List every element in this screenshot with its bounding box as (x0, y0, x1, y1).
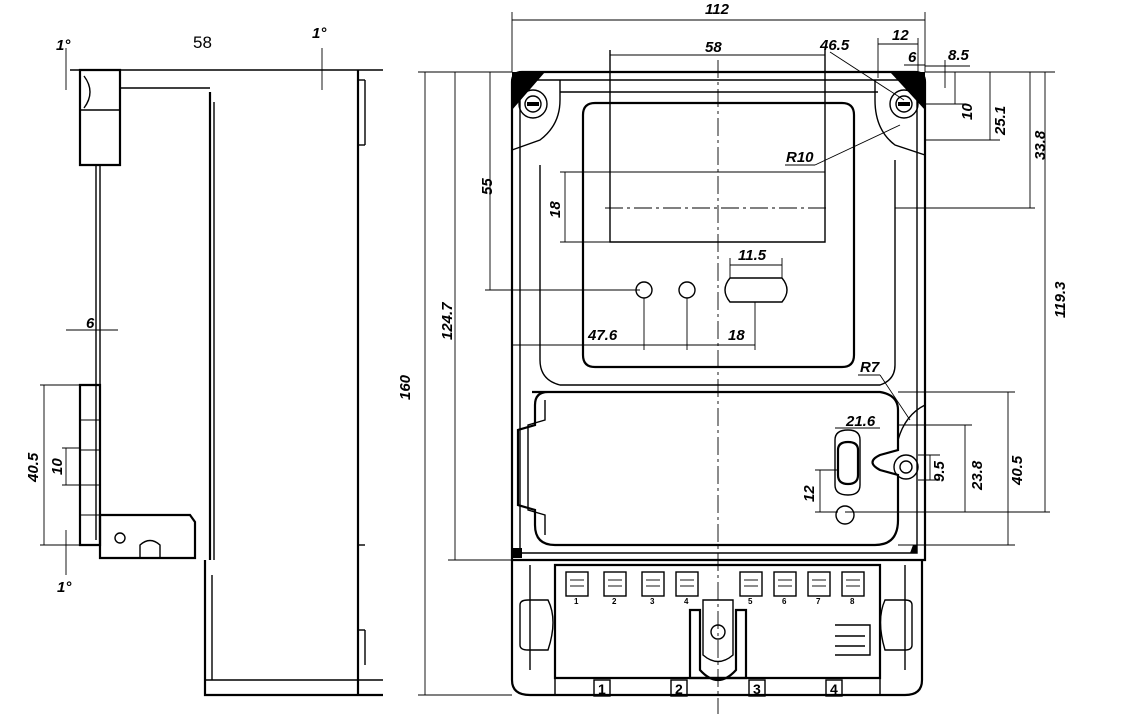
side-slot-label: 10 (49, 458, 66, 475)
dim-corner-edge: 8.5 (948, 47, 970, 64)
terminal-number-2: 2 (675, 681, 683, 697)
side-angle-top-left: 1° (56, 37, 71, 54)
dim-lock-v-small: 9.5 (931, 460, 948, 482)
side-width-label: 58 (193, 33, 212, 52)
dim-led-left: 47.6 (587, 327, 618, 344)
terminal-number-4: 4 (830, 681, 838, 697)
dim-corner-v-large: 33.8 (1032, 130, 1049, 160)
dim-led-height: 55 (479, 178, 496, 195)
dim-led-spacing: 18 (728, 327, 745, 344)
dim-overall-height: 160 (397, 374, 414, 400)
dim-lower-height: 119.3 (1052, 281, 1069, 318)
side-view: 58 1° 1° 1° 6 40.5 10 (25, 25, 383, 697)
dim-lock-width: 21.6 (845, 413, 876, 430)
dim-corner-width: 12 (892, 27, 909, 44)
terminal-number-3: 3 (753, 681, 761, 697)
terminal-mark-3: 3 (650, 597, 655, 606)
dim-lock-v-large: 40.5 (1009, 455, 1026, 486)
dim-lock-v-mid: 23.8 (969, 460, 986, 491)
terminal-mark-5: 5 (748, 597, 753, 606)
terminal-mark-2: 2 (612, 597, 617, 606)
terminal-mark-7: 7 (816, 597, 821, 606)
side-depth-label: 6 (86, 315, 95, 332)
dim-corner-v-mid: 25.1 (992, 106, 1009, 136)
terminal-mark-8: 8 (850, 597, 855, 606)
dim-window-sub-height: 18 (547, 201, 564, 218)
terminal-mark-6: 6 (782, 597, 787, 606)
dim-radius-top: R10 (786, 149, 814, 166)
dim-body-height: 124.7 (439, 302, 456, 340)
dim-lock-height: 12 (801, 485, 818, 502)
dim-slot-width: 11.5 (738, 247, 767, 264)
terminal-mark-4: 4 (684, 597, 689, 606)
front-dimensions: 112 58 46.5 12 6 8.5 10 25.1 33.8 119.3 … (397, 1, 1069, 696)
dim-window-width: 58 (705, 39, 722, 56)
dim-corner-inner: 6 (908, 49, 917, 66)
dim-corner-v-small: 10 (959, 103, 976, 120)
dim-overall-width: 112 (705, 1, 730, 18)
side-angle-top-right: 1° (312, 25, 327, 42)
side-height-label: 40.5 (25, 452, 42, 483)
terminal-screws: 1 2 3 4 5 6 7 8 (565, 571, 865, 606)
dim-radius-bottom: R7 (860, 359, 880, 376)
terminal-number-1: 1 (598, 681, 606, 697)
terminal-mark-1: 1 (574, 597, 579, 606)
dim-hole-offset: 46.5 (819, 37, 850, 54)
front-view: 1 2 3 4 5 6 7 8 1 2 3 4 (510, 50, 927, 714)
side-angle-bottom: 1° (57, 579, 72, 596)
